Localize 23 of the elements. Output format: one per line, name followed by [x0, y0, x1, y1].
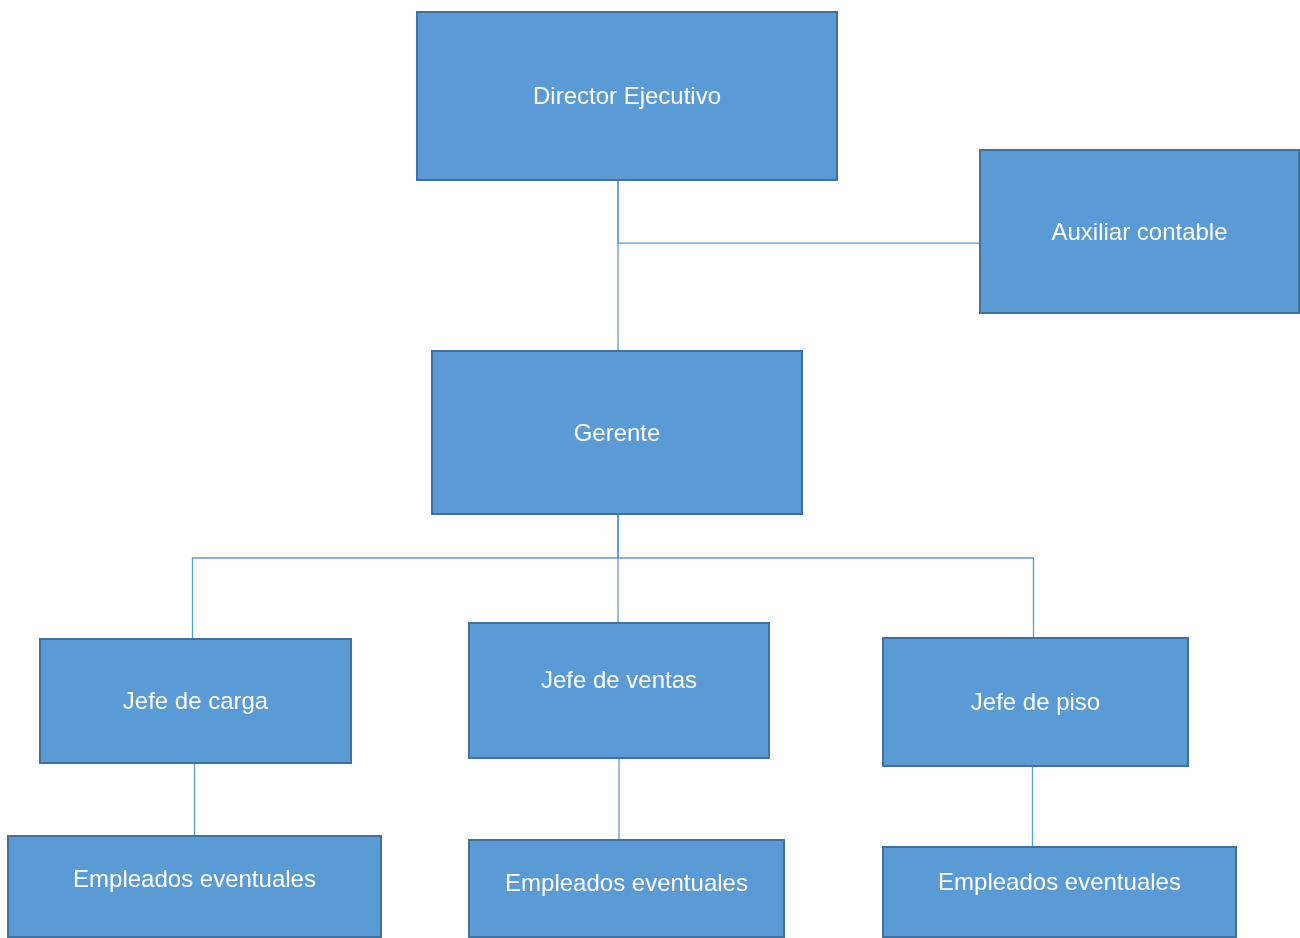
box-label: Jefe de ventas [540, 666, 698, 694]
org-box [468, 839, 785, 938]
box-label: Jefe de piso [970, 688, 1101, 716]
connector-line [1031, 766, 1034, 847]
org-box [882, 846, 1237, 938]
box-label: Gerente [573, 418, 661, 447]
box-label: Empleados eventuales [505, 869, 748, 897]
connector-line [617, 180, 980, 244]
connector-line [617, 514, 1035, 638]
connector-line [193, 763, 196, 836]
org-box [416, 11, 838, 181]
org-box [431, 350, 803, 515]
box-label: Empleados eventuales [73, 865, 316, 893]
org-box [39, 638, 352, 764]
org-box [882, 637, 1189, 767]
org-box [979, 149, 1300, 314]
box-label: Empleados eventuales [938, 868, 1181, 896]
box-label: Jefe de carga [122, 687, 269, 715]
box-label: Auxiliar contable [1051, 217, 1228, 246]
org-box [7, 835, 382, 938]
connector-line [618, 758, 620, 840]
org-box [468, 622, 770, 759]
box-label: Director Ejecutivo [532, 82, 722, 110]
